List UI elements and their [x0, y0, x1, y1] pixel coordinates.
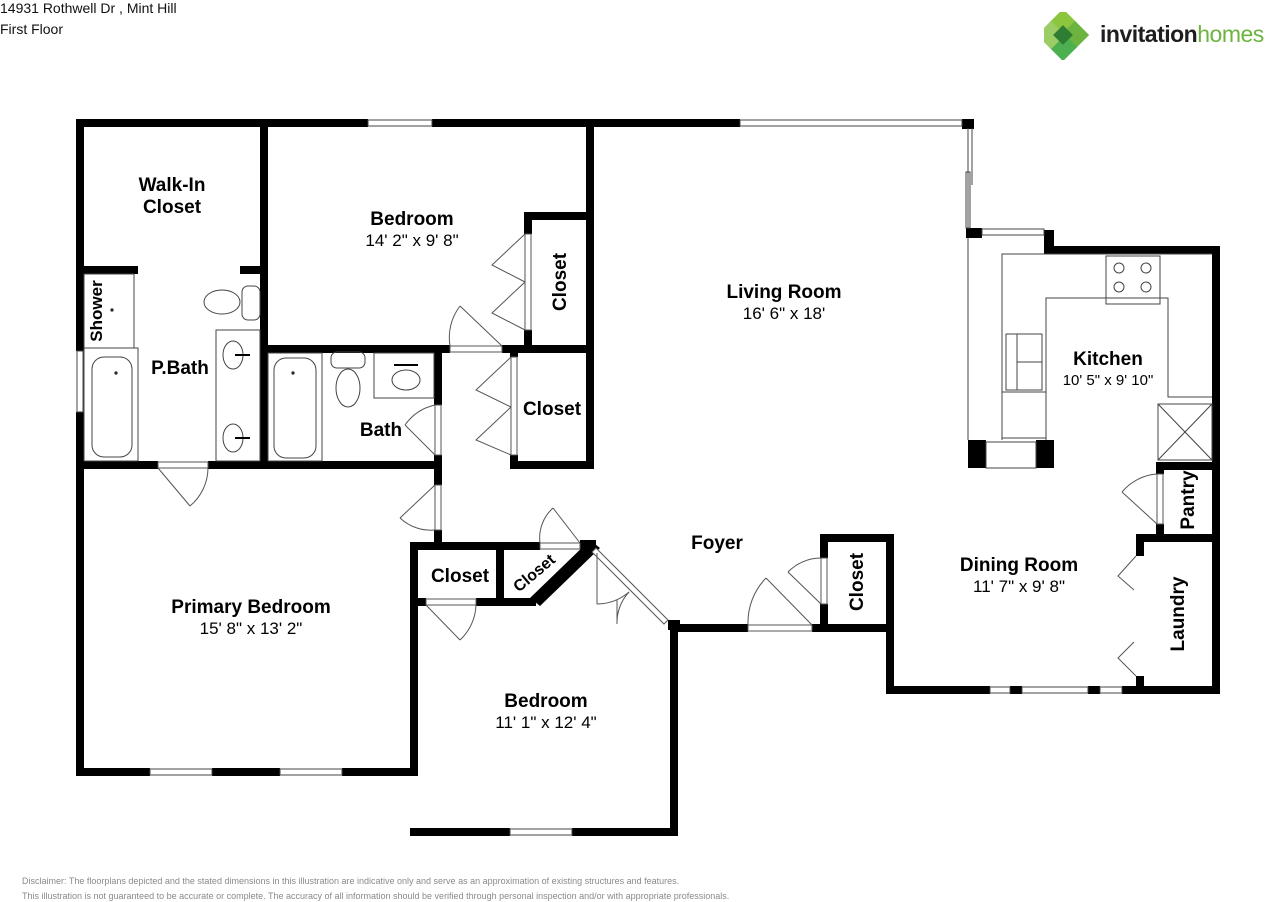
- room-name-line2: Closet: [142, 197, 202, 218]
- room-name: Closet: [522, 399, 582, 420]
- room-shower: Shower: [87, 280, 106, 342]
- room-dimensions: 11' 7" x 9' 8": [973, 577, 1065, 596]
- room-dimensions: 10' 5" x 9' 10": [1062, 372, 1154, 389]
- room-closet-bedroom-top: Closet: [550, 252, 571, 312]
- room-name: Bedroom: [370, 209, 454, 230]
- room-kitchen: Kitchen 10' 5" x 9' 10": [1063, 349, 1154, 391]
- room-p-bath: P.Bath: [151, 358, 209, 380]
- room-name: Bedroom: [504, 691, 588, 712]
- room-name: Living Room: [726, 282, 842, 303]
- disclaimer-line-1: Disclaimer: The floorplans depicted and …: [22, 876, 680, 886]
- room-dimensions: 11' 1" x 12' 4": [495, 713, 597, 732]
- room-name: Foyer: [691, 533, 743, 554]
- room-name: Bath: [359, 420, 403, 441]
- room-dimensions: 16' 6" x 18': [742, 304, 826, 323]
- logo-word-invitation: invitation: [1100, 21, 1198, 47]
- room-closet-hall: Closet: [523, 399, 581, 421]
- logo-word-homes: homes: [1197, 21, 1264, 47]
- room-dining-room: Dining Room 11' 7" x 9' 8": [960, 555, 1078, 597]
- room-dimensions: 14' 2" x 9' 8": [365, 231, 459, 250]
- room-name: Dining Room: [959, 555, 1079, 576]
- room-name: P.Bath: [151, 358, 209, 379]
- fixtures: [83, 253, 1213, 469]
- room-bedroom-top: Bedroom 14' 2" x 9' 8": [365, 209, 458, 251]
- room-name: Closet: [430, 566, 490, 587]
- room-bath: Bath: [360, 420, 402, 442]
- property-address: 14931 Rothwell Dr , Mint Hill: [0, 0, 177, 16]
- windows: [76, 119, 1123, 836]
- room-walk-in-closet: Walk-In Closet: [139, 175, 206, 219]
- room-name: Primary Bedroom: [171, 597, 331, 618]
- room-living-room: Living Room 16' 6" x 18': [726, 282, 841, 324]
- doors: [157, 233, 1164, 677]
- room-closet-foyer: Closet: [847, 552, 868, 612]
- invitation-homes-logo: invitationhomes: [1036, 8, 1280, 62]
- room-name: Kitchen: [1073, 349, 1143, 370]
- room-foyer: Foyer: [691, 533, 743, 555]
- room-laundry: Laundry: [1168, 576, 1189, 652]
- disclaimer-line-2: This illustration is not guaranteed to b…: [22, 891, 730, 901]
- clover-logo-icon: [1036, 8, 1090, 62]
- room-closet-left-small: Closet: [431, 566, 489, 588]
- room-name: Walk-In: [138, 175, 206, 196]
- room-bedroom-bottom: Bedroom 11' 1" x 12' 4": [495, 691, 596, 733]
- sliding-door: [965, 128, 973, 440]
- room-dimensions: 15' 8" x 13' 2": [199, 619, 303, 638]
- room-pantry: Pantry: [1178, 470, 1199, 530]
- room-primary-bedroom: Primary Bedroom 15' 8" x 13' 2": [171, 597, 330, 639]
- walls: [76, 119, 1220, 836]
- floor-label: First Floor: [0, 21, 63, 37]
